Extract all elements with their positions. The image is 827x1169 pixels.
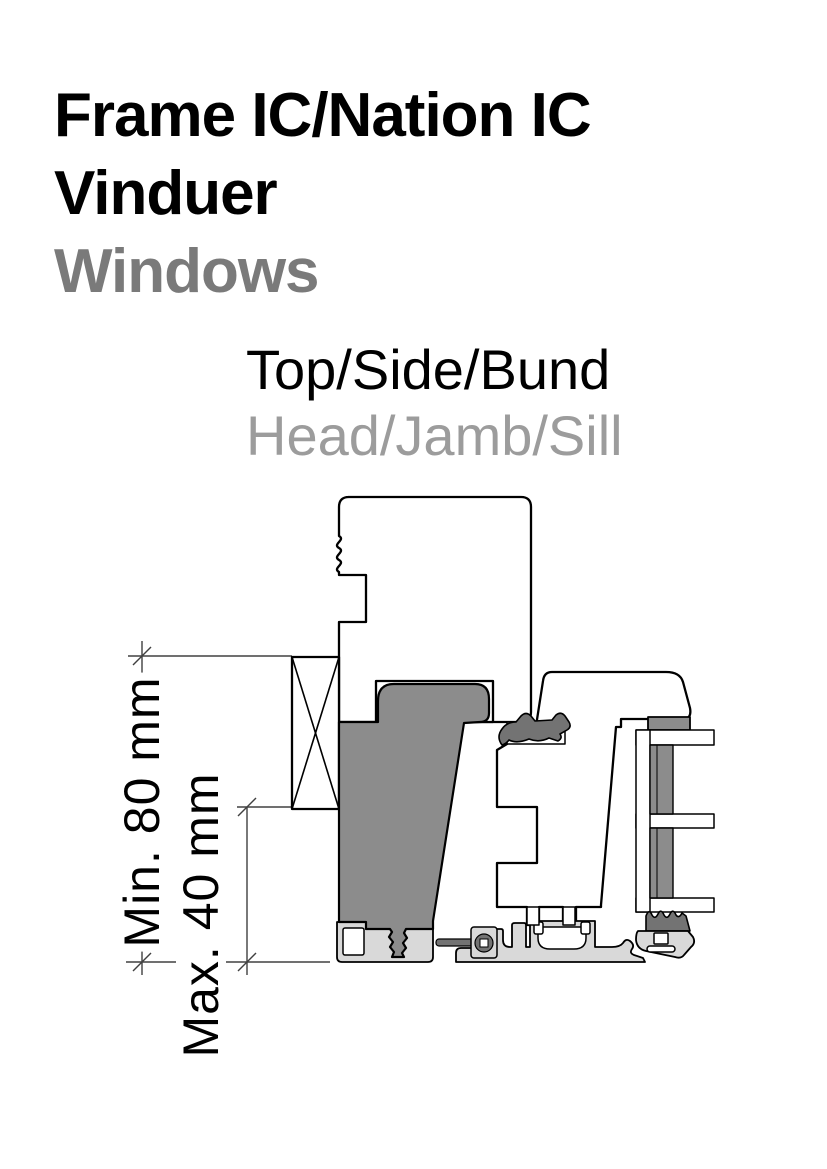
window-frame-profile	[337, 682, 491, 959]
page-title-translation: Windows	[54, 237, 320, 306]
weatherstrip-gasket	[498, 712, 571, 746]
tick-mark	[132, 952, 152, 972]
sill-channel	[537, 926, 587, 950]
sill-chamber	[342, 927, 365, 956]
clip-center	[479, 938, 489, 948]
hatch-diagonal	[291, 656, 340, 810]
gasket	[498, 712, 571, 746]
sill-profile-left	[336, 921, 434, 963]
sash-feet	[526, 906, 576, 926]
page-title-line2: Vinduer	[54, 159, 278, 228]
tick-mark	[237, 952, 257, 972]
sealant	[647, 716, 691, 731]
glazing-edge	[635, 729, 651, 913]
spacer-bar	[649, 827, 674, 899]
page-title-line1: Frame IC/Nation IC	[54, 81, 592, 150]
clip-detail	[653, 932, 669, 945]
section-title: Top/Side/Bund	[246, 338, 611, 401]
sash-foot	[562, 906, 576, 926]
clip-detail	[646, 945, 676, 953]
tick-mark	[237, 797, 257, 817]
glazing-unit	[635, 716, 715, 959]
dimension-label-max: Max. 40 mm	[173, 768, 229, 1062]
wall-section	[335, 495, 533, 724]
sill-hook-slot	[580, 921, 591, 935]
fixing-hardware	[435, 926, 498, 959]
section-title-translation: Head/Jamb/Sill	[246, 404, 623, 467]
tick-mark	[132, 646, 152, 666]
dimension-label-min: Min. 80 mm	[114, 672, 170, 952]
sash-foot	[526, 906, 540, 926]
spacer-bar	[649, 744, 674, 815]
insulation-hatch	[290, 655, 341, 811]
bottom-seal	[645, 910, 691, 932]
